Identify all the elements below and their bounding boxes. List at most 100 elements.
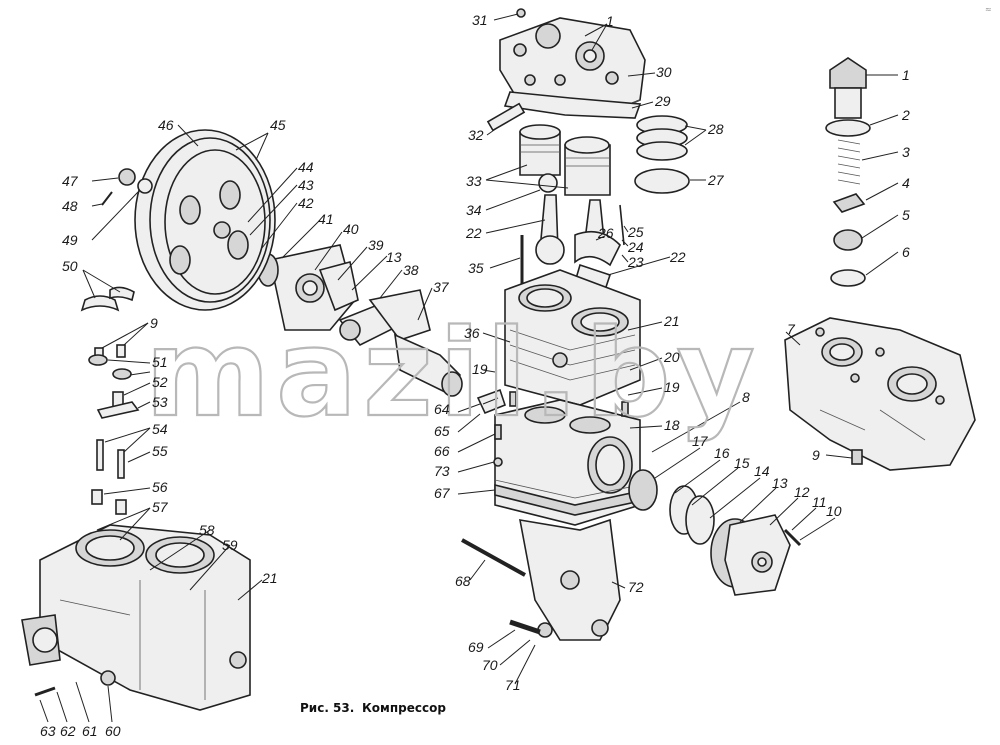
piston-pin-part [486, 102, 526, 132]
callout-label: 28 [707, 121, 724, 137]
callout-label: 15 [734, 455, 750, 471]
long-bolt-part [461, 538, 526, 577]
callout-label: 22 [465, 225, 482, 241]
callout-label: 26 [597, 225, 614, 241]
corner-mark: ≈ [985, 5, 992, 14]
callout-label: 39 [368, 237, 384, 253]
callout-label: 36 [464, 325, 480, 341]
callout-label: 9 [150, 315, 158, 331]
callout-label: 22 [669, 249, 686, 265]
callout-label: 44 [298, 159, 314, 175]
callout-label: 3 [902, 144, 910, 160]
callout-label: 48 [62, 198, 78, 214]
callout-label: 13 [772, 475, 788, 491]
callout-label: 32 [468, 127, 484, 143]
callout-label: 62 [60, 723, 76, 739]
callout-label: 5 [902, 207, 910, 223]
callout-label: 46 [158, 117, 174, 133]
callout-label: 31 [472, 12, 488, 28]
callout-label: 23 [627, 254, 644, 270]
callout-label: 45 [270, 117, 286, 133]
callout-label: 55 [152, 443, 168, 459]
callout-label: 37 [433, 279, 450, 295]
callout-label: 63 [40, 723, 56, 739]
plug-part [851, 449, 863, 465]
leader-lines [39, 13, 899, 723]
callout-label: 4 [902, 175, 910, 191]
callout-label: 67 [434, 485, 451, 501]
caption-number: Рис. 53. [300, 701, 354, 715]
callout-label: 18 [664, 417, 680, 433]
callout-label: 41 [318, 211, 334, 227]
callout-label: 6 [902, 244, 910, 260]
valve-head-part [784, 317, 976, 471]
bolt-part [516, 8, 526, 18]
callout-labels: 31 1 30 29 32 33 34 22 35 28 27 26 25 24… [40, 12, 910, 739]
callout-label: 12 [794, 484, 810, 500]
callout-label: 61 [82, 723, 98, 739]
callout-label: 16 [714, 445, 730, 461]
callout-label: 27 [707, 172, 725, 188]
callout-label: 14 [754, 463, 770, 479]
callout-label: 24 [627, 239, 644, 255]
callout-label: 7 [787, 321, 796, 337]
callout-label: 49 [62, 232, 78, 248]
pulley-part [134, 129, 276, 311]
callout-label: 70 [482, 657, 498, 673]
head-gasket-part [503, 91, 642, 119]
callout-label: 1 [606, 13, 614, 29]
callout-label: 58 [199, 522, 215, 538]
rear-cover-part [628, 469, 791, 596]
callout-label: 8 [742, 389, 750, 405]
valve-parts-left-part [80, 286, 140, 515]
callout-label: 50 [62, 258, 78, 274]
pulley-washer-part [137, 178, 153, 194]
callout-label: 42 [298, 195, 314, 211]
callout-label: 65 [434, 423, 450, 439]
callout-label: 1 [902, 67, 910, 83]
bracket-bolt-part [509, 619, 541, 635]
callout-label: 33 [466, 173, 482, 189]
callout-label: 54 [152, 421, 168, 437]
callout-label: 68 [455, 573, 471, 589]
callout-label: 52 [152, 374, 168, 390]
callout-label: 17 [692, 433, 709, 449]
connecting-rods-part [535, 194, 625, 291]
callout-label: 66 [434, 443, 450, 459]
callout-label: 57 [152, 499, 169, 515]
callout-label: 38 [403, 262, 419, 278]
callout-label: 10 [826, 503, 842, 519]
callout-label: 35 [468, 260, 484, 276]
figure-caption: Рис. 53. Компрессор [300, 701, 446, 715]
mounting-bracket-part [519, 518, 621, 641]
callout-label: 43 [298, 177, 314, 193]
callout-label: 56 [152, 479, 168, 495]
callout-label: 64 [434, 401, 450, 417]
callout-label: 21 [663, 313, 680, 329]
callout-label: 19 [472, 361, 488, 377]
cotter-pin-part [101, 191, 113, 206]
callout-label: 11 [812, 494, 827, 510]
front-bearing-cover-part [257, 244, 359, 331]
small-fittings-part [476, 388, 629, 467]
pistons-part [519, 124, 611, 196]
valve-assembly-right-part [825, 57, 871, 287]
cylinder-block-part [504, 269, 641, 406]
callout-label: 53 [152, 394, 168, 410]
callout-label: 2 [901, 107, 910, 123]
pulley-nut-part [118, 168, 136, 186]
callout-label: 71 [505, 677, 521, 693]
callout-label: 25 [627, 224, 644, 240]
callout-label: 59 [222, 537, 238, 553]
callout-label: 29 [654, 93, 671, 109]
piston-rings-part [634, 115, 690, 194]
callout-label: 9 [812, 447, 820, 463]
watermark-text: mazil.by [145, 305, 761, 444]
callout-label: 20 [663, 349, 680, 365]
callout-label: 13 [386, 249, 402, 265]
caption-title: Компрессор [362, 701, 446, 715]
callout-label: 72 [628, 579, 644, 595]
callout-label: 47 [62, 173, 79, 189]
crankshaft-part [338, 289, 463, 397]
